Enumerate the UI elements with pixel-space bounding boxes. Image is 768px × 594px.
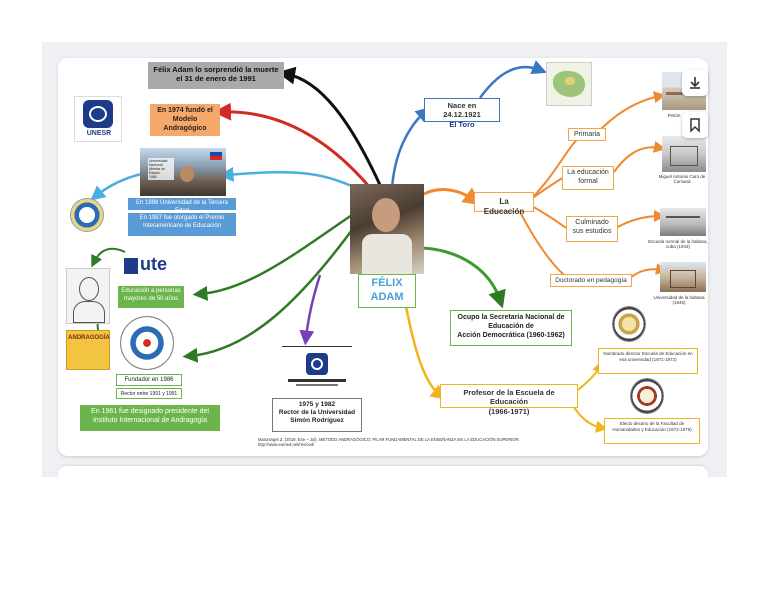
prize-box: En 1987 fue otorgado el Premio Interamer… bbox=[128, 213, 236, 236]
founder-box: Fundador en 1986 bbox=[116, 374, 182, 386]
unesr-logo: UNESR bbox=[74, 96, 122, 142]
oas-seal bbox=[70, 198, 104, 232]
doctorate-box: Doctorado en pedagogía bbox=[550, 274, 632, 287]
rector-period-box: Rector entre 1991 y 1991 bbox=[116, 388, 182, 399]
studies-box: Culminado sus estudios bbox=[566, 216, 618, 242]
felix-adam-photo bbox=[350, 184, 424, 274]
miguel-caro-photo bbox=[662, 136, 706, 172]
miguel-caption: Miguel Antonio Caro de Cumaná bbox=[658, 174, 706, 185]
primary-box: Primaria bbox=[568, 128, 606, 141]
andragogic-model-box: En 1974 fundó el Modelo Andragógico bbox=[150, 104, 220, 136]
compass-seal bbox=[120, 316, 174, 370]
bookmark-button[interactable] bbox=[682, 112, 708, 138]
adult-education-box: Educación a personas mayores de 50 años bbox=[118, 286, 184, 308]
portrait-sketch bbox=[66, 268, 110, 324]
ucv-seal bbox=[612, 306, 646, 342]
normal-school-photo bbox=[660, 208, 706, 236]
education-box: La Educación bbox=[474, 192, 534, 216]
faculty-seal bbox=[630, 378, 664, 414]
download-button[interactable] bbox=[682, 70, 708, 96]
president-box: En 1961 fue designado presidente del Ins… bbox=[80, 405, 220, 431]
download-icon bbox=[690, 77, 700, 89]
habana-university-photo bbox=[660, 262, 706, 292]
third-age-box: En 1988 Universidad de la Tercera Edad bbox=[128, 198, 236, 214]
petion-caption: Petión bbox=[667, 113, 681, 118]
habana-caption: Universidad de la habana (1945) bbox=[653, 295, 705, 306]
reference-text: Manzanget Z. (2019, Ene – Jul). MÉTODO A… bbox=[258, 437, 520, 448]
normal-school-caption: Escuela normal de la habana, cuba (1943) bbox=[648, 239, 708, 250]
bookmark-icon bbox=[690, 118, 700, 133]
professor-box: Profesor de la Escuela de Educación(1966… bbox=[440, 384, 578, 416]
andragogia-book: ANDRAGOGÍA bbox=[66, 330, 110, 370]
venezuela-map bbox=[546, 62, 592, 106]
formal-education-box: La educación formal bbox=[562, 166, 614, 190]
ute-logo: ute bbox=[124, 254, 184, 280]
university-logo bbox=[282, 346, 352, 392]
director-caption: Nombrado director Escuela de Educación e… bbox=[598, 348, 698, 374]
dean-caption: Electo decano de la Facultad de Humanida… bbox=[604, 418, 700, 444]
blank-area bbox=[0, 480, 768, 594]
